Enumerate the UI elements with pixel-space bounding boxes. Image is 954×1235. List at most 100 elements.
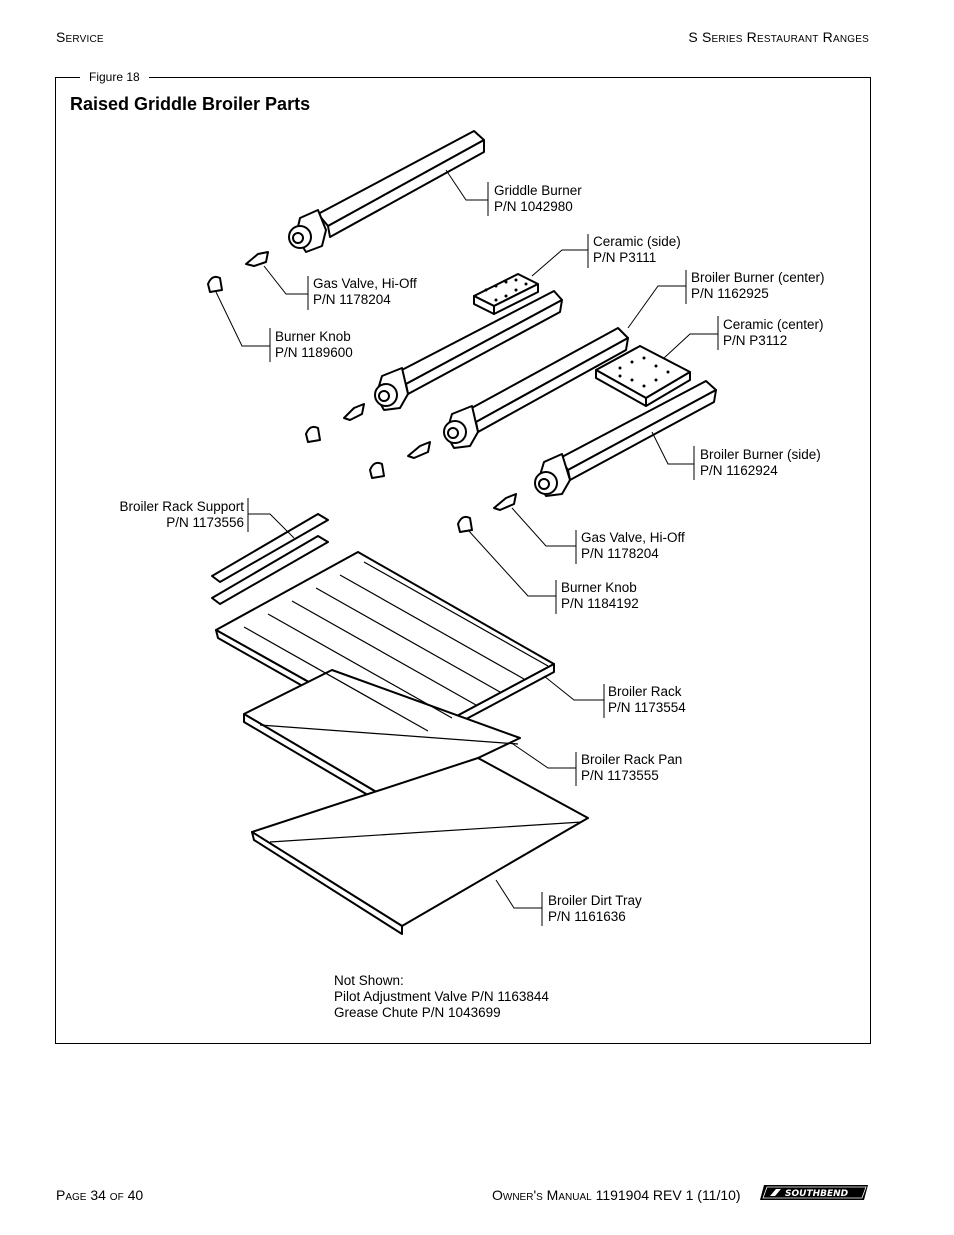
callout-name: Broiler Rack	[608, 684, 682, 699]
manual-reference: Owner's Manual 1191904 REV 1 (11/10)	[492, 1187, 741, 1203]
callout-pn: P/N P3111	[593, 250, 657, 265]
ceramic-center-hole	[630, 360, 634, 364]
callout-pn: P/N 1178204	[313, 292, 391, 307]
not-shown-item: Grease Chute P/N 1043699	[334, 1005, 501, 1020]
callout-pn: P/N P3112	[723, 333, 788, 348]
callout-broiler-rack-pan: Broiler Rack Pan P/N 1173555	[581, 752, 682, 784]
callout-name: Broiler Burner (side)	[700, 447, 821, 462]
leader-ceramic-side	[531, 234, 589, 277]
knob-1-drawing	[207, 275, 223, 293]
leader-griddle-burner	[445, 169, 489, 216]
pan-crease	[259, 724, 519, 745]
broiler-burner-left-drawing	[374, 290, 563, 411]
callout-broiler-burner-side: Broiler Burner (side) P/N 1162924	[700, 447, 821, 479]
broiler-burner-side-drawing	[534, 380, 717, 497]
callout-pn: P/N 1042980	[494, 199, 573, 214]
ceramic-side-drawing	[473, 273, 539, 315]
broiler-dirt-tray-drawing	[251, 757, 589, 935]
leader-rack-support	[247, 498, 295, 539]
ceramic-center-hole	[666, 370, 670, 374]
callout-pn: P/N 1173556	[166, 515, 244, 530]
ceramic-side-hole	[494, 298, 498, 302]
ceramic-side-hole	[494, 284, 498, 288]
rack-rail-5	[267, 613, 453, 719]
rack-rail-6	[243, 626, 429, 732]
header-title: S Series Restaurant Ranges	[688, 29, 869, 45]
gas-valve-1-drawing	[245, 251, 269, 267]
ceramic-side-hole	[504, 280, 508, 284]
callout-pn: P/N 1173555	[581, 768, 659, 783]
ceramic-center-hole	[654, 378, 658, 382]
callout-pn: P/N 1189600	[275, 345, 353, 360]
logo-text: SOUTHBEND	[785, 1189, 849, 1199]
southbend-logo: SOUTHBEND	[760, 1185, 868, 1200]
callout-name: Gas Valve, Hi-Off	[313, 276, 417, 291]
figure-frame	[55, 77, 871, 1044]
ceramic-center-hole	[654, 364, 658, 368]
callout-burner-knob-2: Burner Knob P/N 1184192	[561, 580, 639, 612]
callout-broiler-dirt-tray: Broiler Dirt Tray P/N 1161636	[548, 893, 642, 925]
leader-ceramic-center	[663, 316, 719, 359]
leader-burner-knob-1	[215, 291, 271, 362]
callout-name: Broiler Burner (center)	[691, 270, 825, 285]
callout-pn: P/N 1184192	[561, 596, 639, 611]
callout-name: Broiler Rack Support	[119, 499, 244, 514]
gas-valve-3-drawing	[407, 441, 431, 459]
tray-crease	[269, 821, 583, 843]
callout-name: Ceramic (center)	[723, 317, 824, 332]
knob-2-drawing	[305, 425, 321, 443]
rack-rail-1	[363, 561, 549, 667]
callout-pn: P/N 1161636	[548, 909, 626, 924]
ceramic-center-hole	[642, 384, 646, 388]
callout-ceramic-center: Ceramic (center) P/N P3112	[723, 317, 824, 349]
leader-gas-valve-1	[263, 265, 309, 310]
callout-broiler-burner-center: Broiler Burner (center) P/N 1162925	[691, 270, 825, 302]
callout-pn: P/N 1162924	[700, 463, 778, 478]
header-section: Service	[56, 29, 104, 45]
rack-rail-3	[315, 587, 501, 693]
not-shown-heading: Not Shown:	[334, 973, 404, 988]
callout-name: Broiler Dirt Tray	[548, 893, 642, 908]
callout-burner-knob-1: Burner Knob P/N 1189600	[275, 329, 353, 361]
leader-broiler-burner-center	[627, 270, 687, 329]
ceramic-side-hole	[504, 294, 508, 298]
rack-support-1-drawing	[211, 513, 329, 583]
gas-valve-2-drawing	[343, 403, 365, 421]
rack-rail-4	[291, 600, 477, 706]
page-number: Page 34 of 40	[56, 1187, 144, 1203]
callout-name: Broiler Rack Pan	[581, 752, 683, 767]
ceramic-side-hole	[514, 288, 518, 292]
rack-rail-2	[339, 574, 525, 680]
ceramic-center-hole	[642, 356, 646, 360]
callout-name: Burner Knob	[561, 580, 637, 595]
not-shown-note: Not Shown: Pilot Adjustment Valve P/N 11…	[334, 973, 549, 1021]
logo-mark-icon	[770, 1189, 781, 1196]
callout-name: Burner Knob	[275, 329, 351, 344]
callout-ceramic-side: Ceramic (side) P/N P3111	[593, 234, 681, 266]
figure-title: Raised Griddle Broiler Parts	[70, 94, 311, 114]
callout-gas-valve-2: Gas Valve, Hi-Off P/N 1178204	[581, 530, 685, 562]
knob-4-drawing	[457, 515, 473, 533]
ceramic-side-hole	[484, 288, 488, 292]
callout-griddle-burner: Griddle Burner P/N 1042980	[494, 183, 582, 215]
rack-support-2-drawing	[211, 535, 329, 605]
griddle-burner-drawing	[288, 130, 485, 253]
callout-broiler-rack: Broiler Rack P/N 1173554	[608, 684, 686, 716]
ceramic-center-drawing	[595, 345, 691, 407]
callout-rack-support: Broiler Rack Support P/N 1173556	[104, 499, 244, 531]
callout-name: Griddle Burner	[494, 183, 582, 198]
callout-gas-valve-1: Gas Valve, Hi-Off P/N 1178204	[313, 276, 417, 308]
callout-pn: P/N 1173554	[608, 700, 686, 715]
ceramic-side-hole	[514, 278, 518, 282]
leader-broiler-dirt-tray	[495, 879, 543, 926]
ceramic-center-hole	[618, 374, 622, 378]
gas-valve-4-drawing	[493, 493, 517, 511]
callout-name: Ceramic (side)	[593, 234, 681, 249]
not-shown-item: Pilot Adjustment Valve P/N 1163844	[334, 989, 549, 1004]
knob-3-drawing	[369, 461, 385, 479]
figure-label: Figure 18	[80, 70, 149, 84]
leader-broiler-rack	[543, 675, 605, 718]
callout-name: Gas Valve, Hi-Off	[581, 530, 685, 545]
ceramic-side-hole	[524, 282, 528, 286]
